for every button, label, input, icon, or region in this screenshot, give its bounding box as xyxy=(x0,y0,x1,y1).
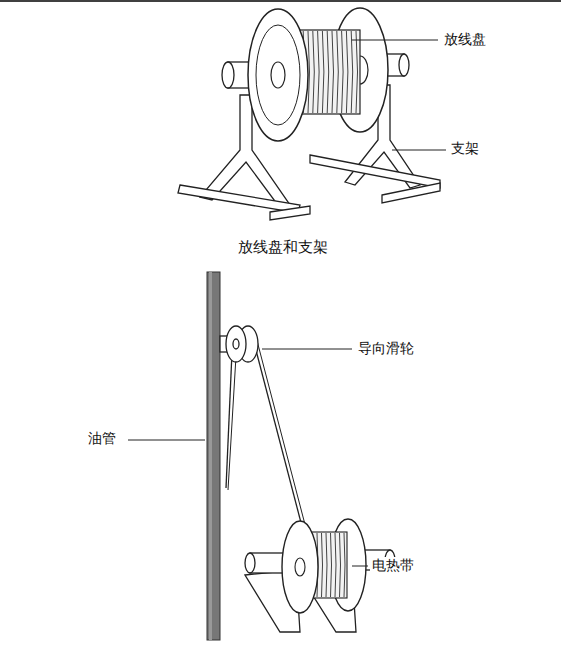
reel-flange xyxy=(248,9,308,141)
reel-flange xyxy=(282,521,318,613)
reel-flange-rim xyxy=(256,25,300,125)
heating-cable xyxy=(228,356,236,490)
page-rule xyxy=(0,0,561,2)
part-label: 放线盘 xyxy=(442,31,488,48)
part-label: 导向滑轮 xyxy=(356,340,416,357)
guide-pulley xyxy=(220,326,258,362)
reel-hub xyxy=(271,62,285,88)
leader-line xyxy=(128,440,205,441)
reel-hub xyxy=(295,558,305,576)
leader-line xyxy=(262,349,352,350)
part-label: 电热带 xyxy=(370,557,416,574)
part-label: 油管 xyxy=(86,430,118,447)
leader-line xyxy=(352,40,438,41)
leader-line xyxy=(392,150,446,151)
tube-highlight xyxy=(209,272,212,640)
part-label: 支架 xyxy=(449,140,481,157)
oil-tube xyxy=(207,272,220,640)
leader-line xyxy=(352,566,368,567)
heating-cable xyxy=(255,333,308,536)
heating-cable xyxy=(252,335,305,538)
figure-caption: 放线盘和支架 xyxy=(236,238,330,256)
